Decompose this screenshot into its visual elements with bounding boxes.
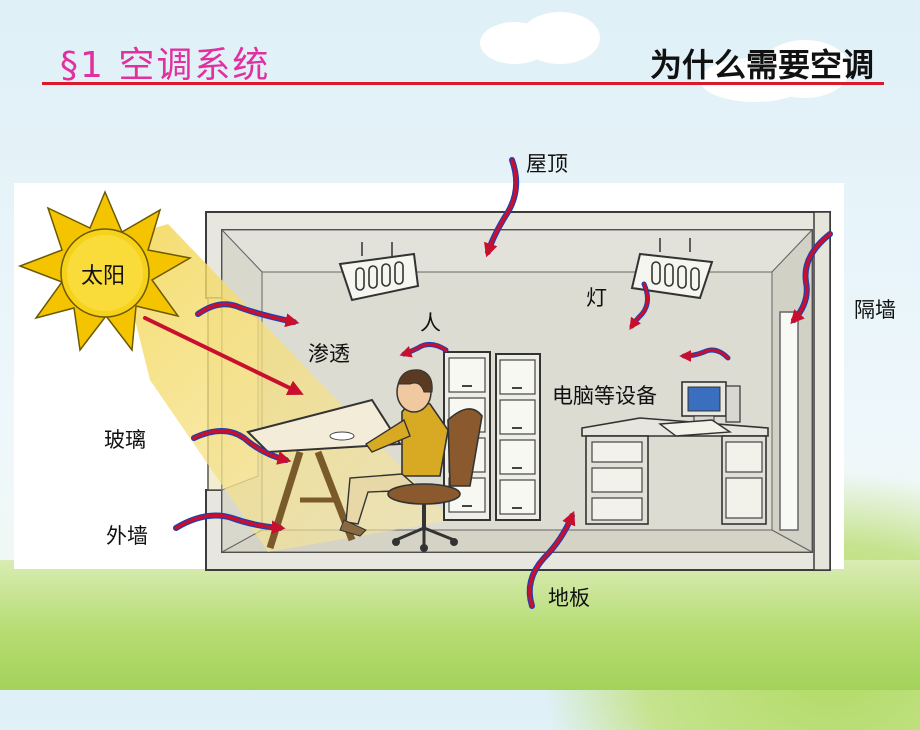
sun-label: 太阳 <box>81 264 126 289</box>
cloud <box>520 12 600 64</box>
cloud <box>760 40 850 98</box>
slide-subtitle: 为什么需要空调 <box>649 46 874 84</box>
label-partition: 隔墙 <box>854 298 896 322</box>
title-rule <box>42 82 884 85</box>
label-infiltration: 渗透 <box>308 342 350 366</box>
label-person: 人 <box>420 311 441 335</box>
label-exterior-wall: 外墙 <box>106 524 148 548</box>
office-chair-icon <box>387 408 483 552</box>
heat-arrows <box>143 157 833 609</box>
computer-icon <box>658 381 741 437</box>
label-glass: 玻璃 <box>104 428 146 452</box>
label-roof: 屋顶 <box>526 152 568 176</box>
grass-ground <box>0 560 920 690</box>
label-light: 灯 <box>586 286 607 310</box>
sun-icon <box>17 190 193 352</box>
label-floor: 地板 <box>548 586 590 610</box>
ceiling-light-icon <box>338 242 420 302</box>
solar-ray-arrow <box>143 316 304 396</box>
sunlight-beam <box>115 224 452 552</box>
label-equipment: 电脑等设备 <box>552 384 657 408</box>
building-heat-diagram <box>17 157 833 609</box>
ceiling-light-icon <box>630 238 714 300</box>
slide-title: §1 空调系统 <box>60 45 271 86</box>
